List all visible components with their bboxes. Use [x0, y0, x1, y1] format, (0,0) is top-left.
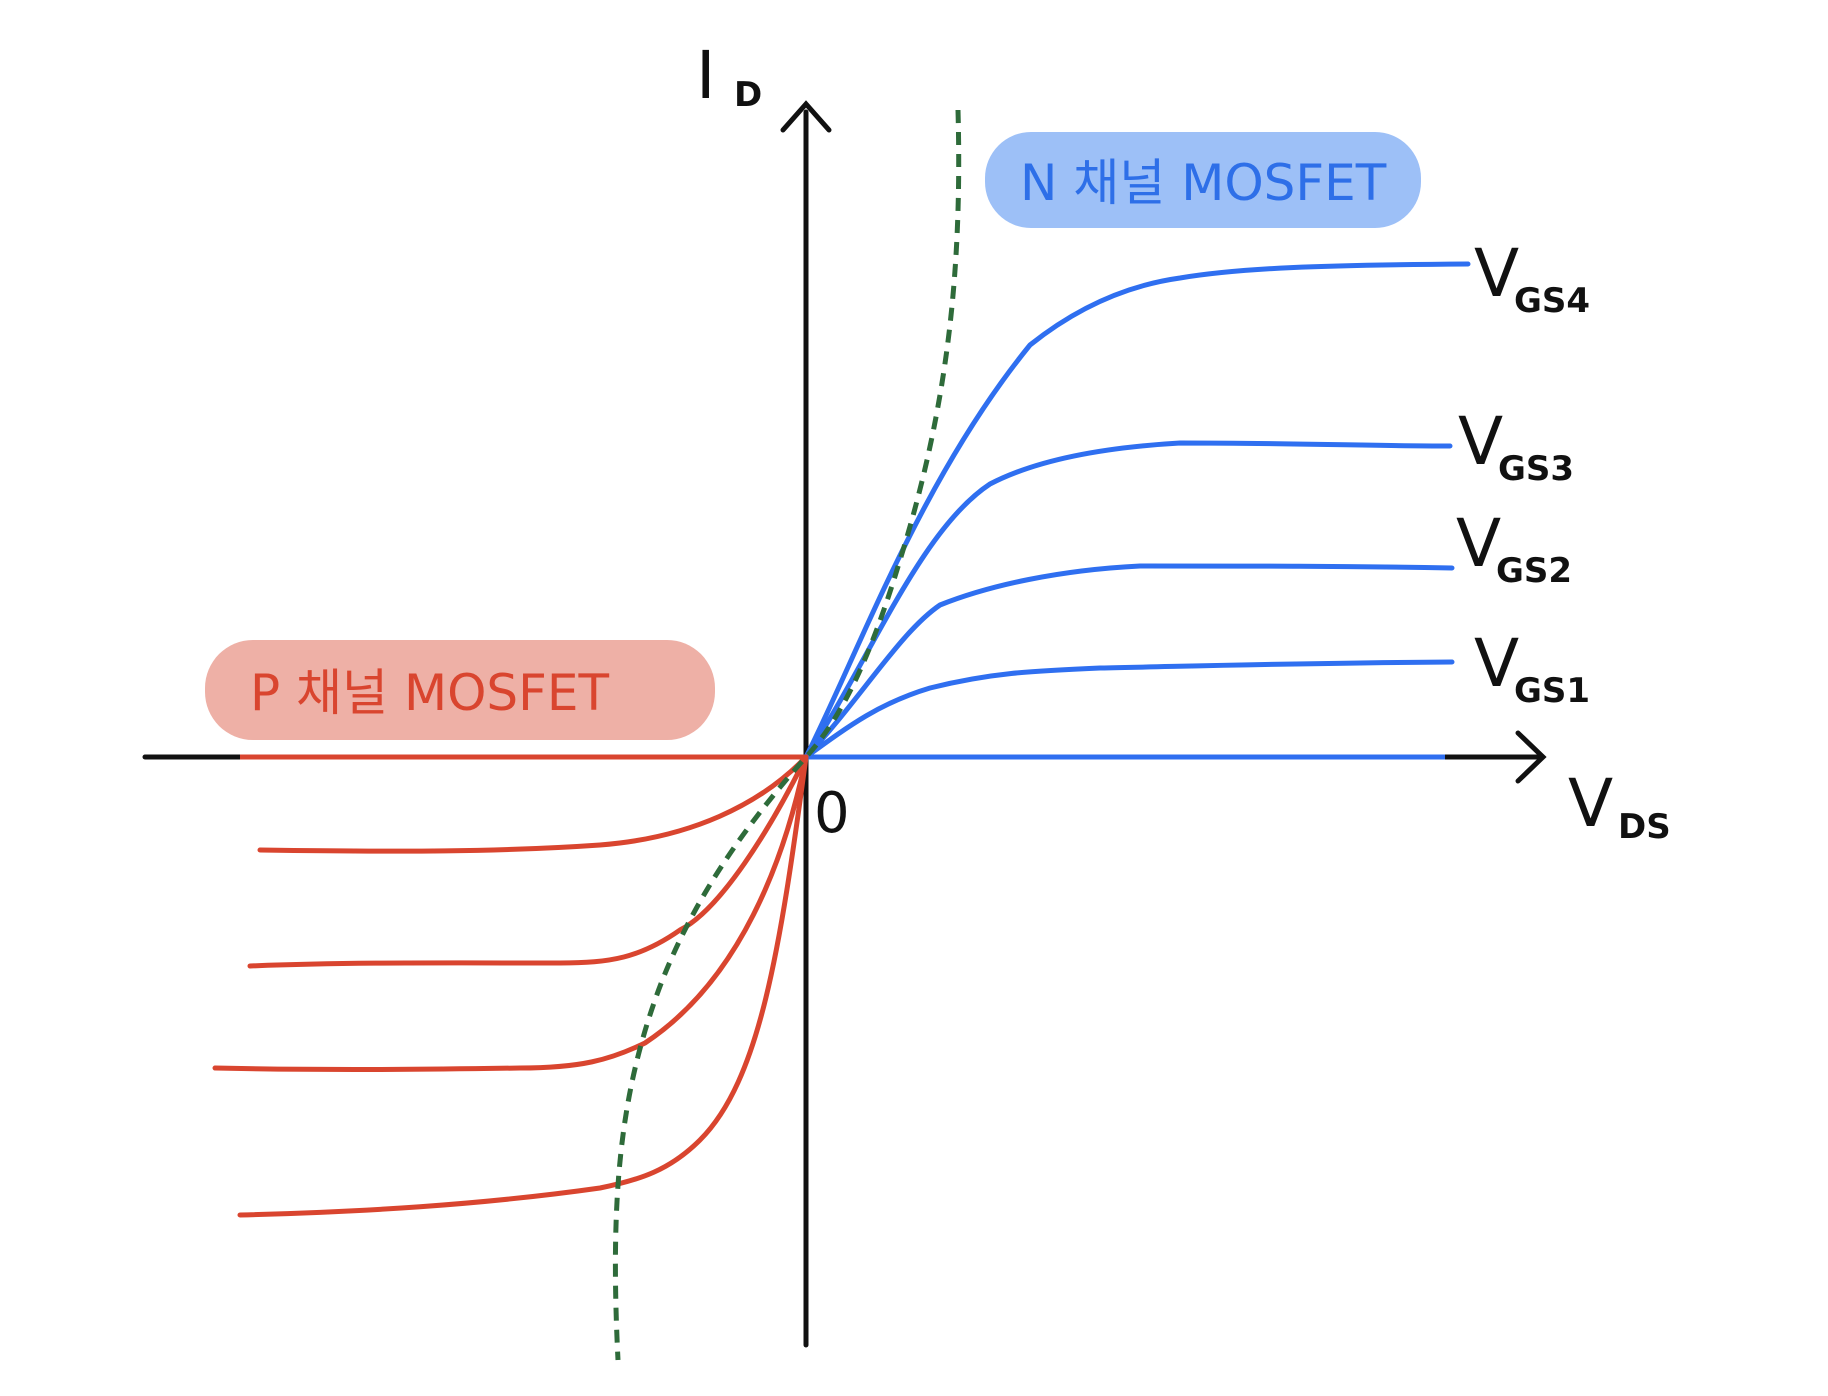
y-axis-label-sub: D	[734, 75, 762, 115]
p-curve-1	[257, 754, 809, 854]
p-channel-label: P 채널 MOSFET	[250, 664, 610, 722]
vgs1-label-main: V	[1474, 625, 1519, 702]
x-axis-label-sub: DS	[1618, 807, 1671, 847]
n-channel-badge: N 채널 MOSFET	[985, 132, 1421, 228]
vgs4-label-main: V	[1474, 235, 1519, 312]
vgs4-label: V GS4	[1474, 235, 1590, 321]
x-axis-label: V DS	[1568, 765, 1671, 847]
vgs1-label: V GS1	[1474, 625, 1590, 711]
n-channel-badge-bg	[985, 132, 1421, 228]
x-axis-arrow	[1515, 730, 1547, 784]
n-curve-vgs3	[803, 440, 1453, 760]
n-channel-label: N 채널 MOSFET	[1020, 154, 1387, 212]
n-curve-vgs2	[803, 563, 1455, 760]
y-axis-arrow	[780, 100, 832, 133]
origin-label: 0	[814, 781, 850, 846]
vgs2-label-sub: GS2	[1496, 551, 1572, 591]
n-channel-curves	[803, 261, 1471, 760]
p-channel-badge-bg	[205, 640, 715, 740]
y-axis-label-main: I	[696, 37, 715, 114]
n-curve-vgs1	[803, 659, 1455, 760]
p-curve-3	[212, 754, 809, 1072]
y-axis-label: I D	[696, 37, 762, 115]
p-channel-curves	[212, 754, 809, 1218]
vgs2-label: V GS2	[1456, 505, 1572, 591]
n-curve-vgs4	[803, 261, 1471, 760]
p-curve-2	[247, 754, 809, 969]
vgs1-label-sub: GS1	[1514, 671, 1590, 711]
vgs3-label-main: V	[1458, 403, 1503, 480]
axes	[142, 100, 1547, 1348]
p-curve-4	[237, 754, 809, 1218]
vgs4-label-sub: GS4	[1514, 281, 1590, 321]
x-axis-label-main: V	[1568, 765, 1613, 842]
p-channel-badge: P 채널 MOSFET	[205, 640, 715, 740]
vgs3-label-sub: GS3	[1498, 449, 1574, 489]
vgs3-label: V GS3	[1458, 403, 1574, 489]
vgs2-label-main: V	[1456, 505, 1501, 582]
